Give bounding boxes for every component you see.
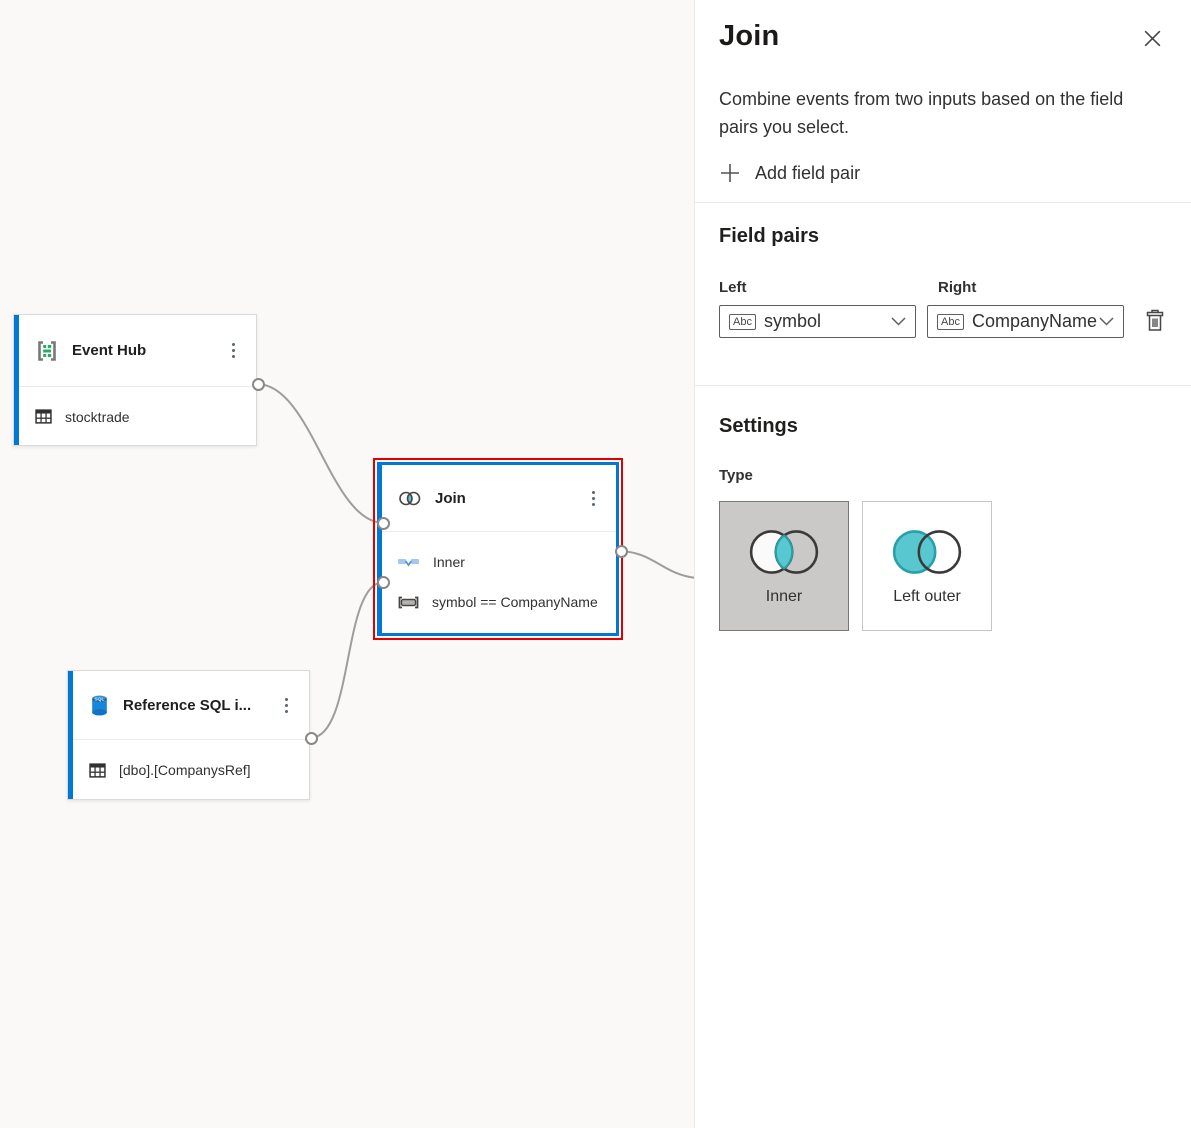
add-field-pair-button[interactable]: Add field pair [719,162,860,184]
chevron-down-icon [1099,317,1114,326]
left-field-dropdown[interactable]: Abc symbol [719,305,916,338]
node-event-hub[interactable]: Event Hub stocktrade [13,314,257,446]
join-type-icon [398,558,419,566]
node-divider [382,531,616,532]
type-option-label: Inner [765,588,803,605]
field-pair-icon [398,596,419,608]
diagram-canvas[interactable]: Event Hub stocktrade Join [0,0,695,1128]
node-title: Event Hub [72,342,147,359]
node-title: Reference SQL i... [123,696,252,714]
join-config-panel: Join Combine events from two inputs base… [694,0,1191,1128]
node-accent-bar [68,671,73,799]
join-type-option-inner[interactable]: Inner [719,501,849,631]
settings-heading: Settings [719,415,798,437]
right-field-dropdown[interactable]: Abc CompanyName [927,305,1124,338]
port-join-input-top[interactable] [377,517,390,530]
node-menu-button[interactable] [275,692,297,718]
port-join-output[interactable] [615,545,628,558]
edge-sql-to-join [310,581,384,739]
table-icon [89,762,106,778]
left-outer-join-venn-icon [892,530,962,574]
join-type-text: Inner [433,554,465,570]
node-menu-button[interactable] [222,338,244,364]
node-join-selection[interactable]: Join Inner [373,458,623,640]
right-field-label: Right [938,279,977,296]
port-eventhub-output[interactable] [252,378,265,391]
node-divider [68,739,309,740]
text-type-badge: Abc [729,313,756,330]
join-type-option-left-outer[interactable]: Left outer [862,501,992,631]
edge-layer [257,383,695,739]
right-field-value: CompanyName [971,311,1098,331]
node-reference-sql[interactable]: SQL Reference SQL i... [dbo].[CompanysRe… [67,670,310,800]
edge-eventhub-to-join [257,383,384,524]
node-subtitle: [dbo].[CompanysRef] [119,762,251,778]
join-venn-icon [399,491,421,505]
inner-join-venn-icon [749,530,819,574]
left-field-value: symbol [763,311,821,331]
close-icon[interactable] [1138,24,1167,56]
node-title: Join [435,489,466,507]
sql-database-icon: SQL [92,695,107,715]
panel-description: Combine events from two inputs based on … [719,89,1124,137]
panel-title: Join [719,20,780,52]
chevron-down-icon [891,317,906,326]
node-subtitle: stocktrade [65,408,130,425]
plus-icon [721,164,739,182]
divider [695,385,1191,386]
node-accent-bar [14,315,19,445]
event-hub-icon [38,340,56,361]
trash-icon [1146,309,1164,331]
node-join[interactable]: Join Inner [377,462,619,636]
delete-field-pair-button[interactable] [1143,307,1167,337]
type-option-label: Left outer [893,588,961,605]
edge-join-output [620,550,695,579]
field-pairs-heading: Field pairs [719,225,820,247]
join-condition-text: symbol == CompanyName [432,594,598,610]
divider [695,202,1191,203]
table-icon [35,409,52,424]
left-field-label: Left [719,279,747,296]
node-menu-button[interactable] [582,485,604,511]
add-field-pair-label: Add field pair [755,162,861,183]
node-divider [14,386,256,387]
text-type-badge: Abc [937,313,964,330]
type-label: Type [719,467,753,484]
port-sql-output[interactable] [305,732,318,745]
port-join-input-bottom[interactable] [377,576,390,589]
